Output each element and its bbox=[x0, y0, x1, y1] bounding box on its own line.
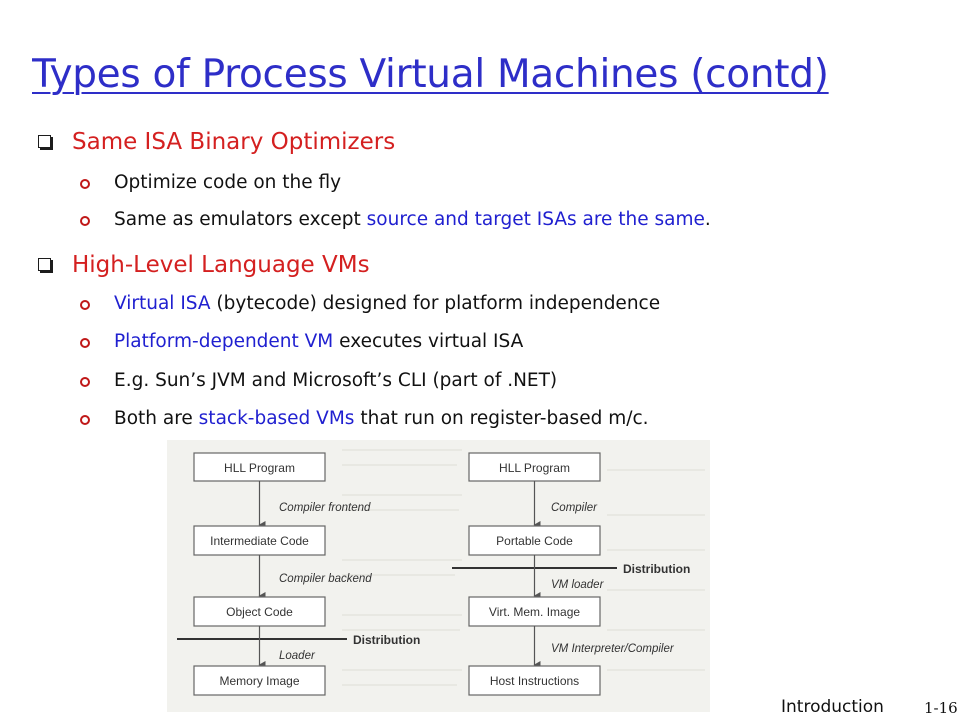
right-box-hll bbox=[468, 452, 601, 482]
sub-bullet-text: Optimize code on the fly bbox=[114, 172, 341, 193]
left-distribution-label: Distribution bbox=[353, 633, 420, 647]
right-box-label: Virt. Mem. Image bbox=[489, 605, 580, 619]
left-box-label: HLL Program bbox=[224, 461, 295, 475]
left-step-label: Loader bbox=[279, 650, 316, 662]
circle-bullet-icon bbox=[80, 377, 90, 387]
text-segment: . bbox=[704, 209, 711, 230]
right-box-label: Portable Code bbox=[496, 534, 573, 548]
figure-diagram: HLL Program Compiler frontend Intermedia… bbox=[177, 449, 705, 696]
right-box-host bbox=[468, 665, 601, 696]
sub-bullet-text: Virtual ISA (bytecode) designed for plat… bbox=[114, 293, 660, 314]
circle-bullet-icon bbox=[80, 300, 90, 310]
left-flow: HLL Program Compiler frontend Intermedia… bbox=[177, 452, 420, 696]
circle-bullet-icon bbox=[80, 216, 90, 226]
text-segment: that run on register-based m/c. bbox=[354, 408, 649, 429]
right-box-label: HLL Program bbox=[499, 461, 570, 475]
left-box-label: Object Code bbox=[226, 605, 293, 619]
bullet-heading: High-Level Language VMs bbox=[72, 252, 370, 278]
slide-title: Types of Process Virtual Machines (contd… bbox=[32, 52, 829, 97]
text-segment: Optimize code on the fly bbox=[114, 172, 342, 193]
left-box-memory bbox=[193, 665, 326, 696]
right-step-label: VM loader bbox=[551, 579, 605, 591]
background-texture bbox=[342, 449, 705, 686]
bullet-heading: Same ISA Binary Optimizers bbox=[72, 129, 396, 155]
sub-bullet-text: Same as emulators except source and targ… bbox=[114, 209, 711, 230]
left-step-label: Compiler frontend bbox=[279, 502, 371, 514]
left-box-label: Memory Image bbox=[219, 674, 299, 688]
right-flow: HLL Program Compiler Portable Code Distr… bbox=[452, 452, 690, 696]
text-segment: Both are bbox=[114, 408, 199, 429]
left-box-intermediate bbox=[193, 525, 326, 556]
sub-bullet-text: Both are stack-based VMs that run on reg… bbox=[114, 408, 649, 429]
sub-bullet-text: E.g. Sun’s JVM and Microsoft’s CLI (part… bbox=[114, 370, 557, 391]
right-box-label: Host Instructions bbox=[490, 674, 579, 688]
highlight-segment: source and target ISAs are the same bbox=[366, 209, 705, 230]
left-box-hll bbox=[193, 452, 326, 482]
left-box-label: Intermediate Code bbox=[210, 534, 309, 548]
right-step-label: VM Interpreter/Compiler bbox=[551, 643, 675, 655]
highlight-segment: Virtual ISA bbox=[114, 293, 211, 314]
text-segment: E.g. Sun’s JVM and Microsoft’s CLI (part… bbox=[114, 370, 558, 391]
circle-bullet-icon bbox=[80, 415, 90, 425]
page-number: 1-16 bbox=[924, 699, 958, 717]
vm-compilation-figure: HLL Program Compiler frontend Intermedia… bbox=[167, 440, 710, 712]
highlight-segment: stack-based VMs bbox=[198, 408, 355, 429]
highlight-segment: Platform-dependent VM bbox=[114, 331, 334, 352]
circle-bullet-icon bbox=[80, 179, 90, 189]
text-segment: (bytecode) designed for platform indepen… bbox=[210, 293, 661, 314]
footer-section: Introduction bbox=[781, 697, 884, 717]
right-distribution-label: Distribution bbox=[623, 562, 690, 576]
square-bullet-icon bbox=[38, 135, 51, 148]
text-segment: Same as emulators except bbox=[114, 209, 367, 230]
square-bullet-icon bbox=[38, 258, 51, 271]
right-box-portable bbox=[468, 525, 601, 556]
sub-bullet-text: Platform-dependent VM executes virtual I… bbox=[114, 331, 523, 352]
text-segment: executes virtual ISA bbox=[333, 331, 524, 352]
left-step-label: Compiler backend bbox=[279, 573, 372, 585]
right-step-label: Compiler bbox=[551, 502, 598, 514]
bullet-list: Same ISA Binary Optimizers Optimize code… bbox=[38, 129, 711, 429]
circle-bullet-icon bbox=[80, 338, 90, 348]
